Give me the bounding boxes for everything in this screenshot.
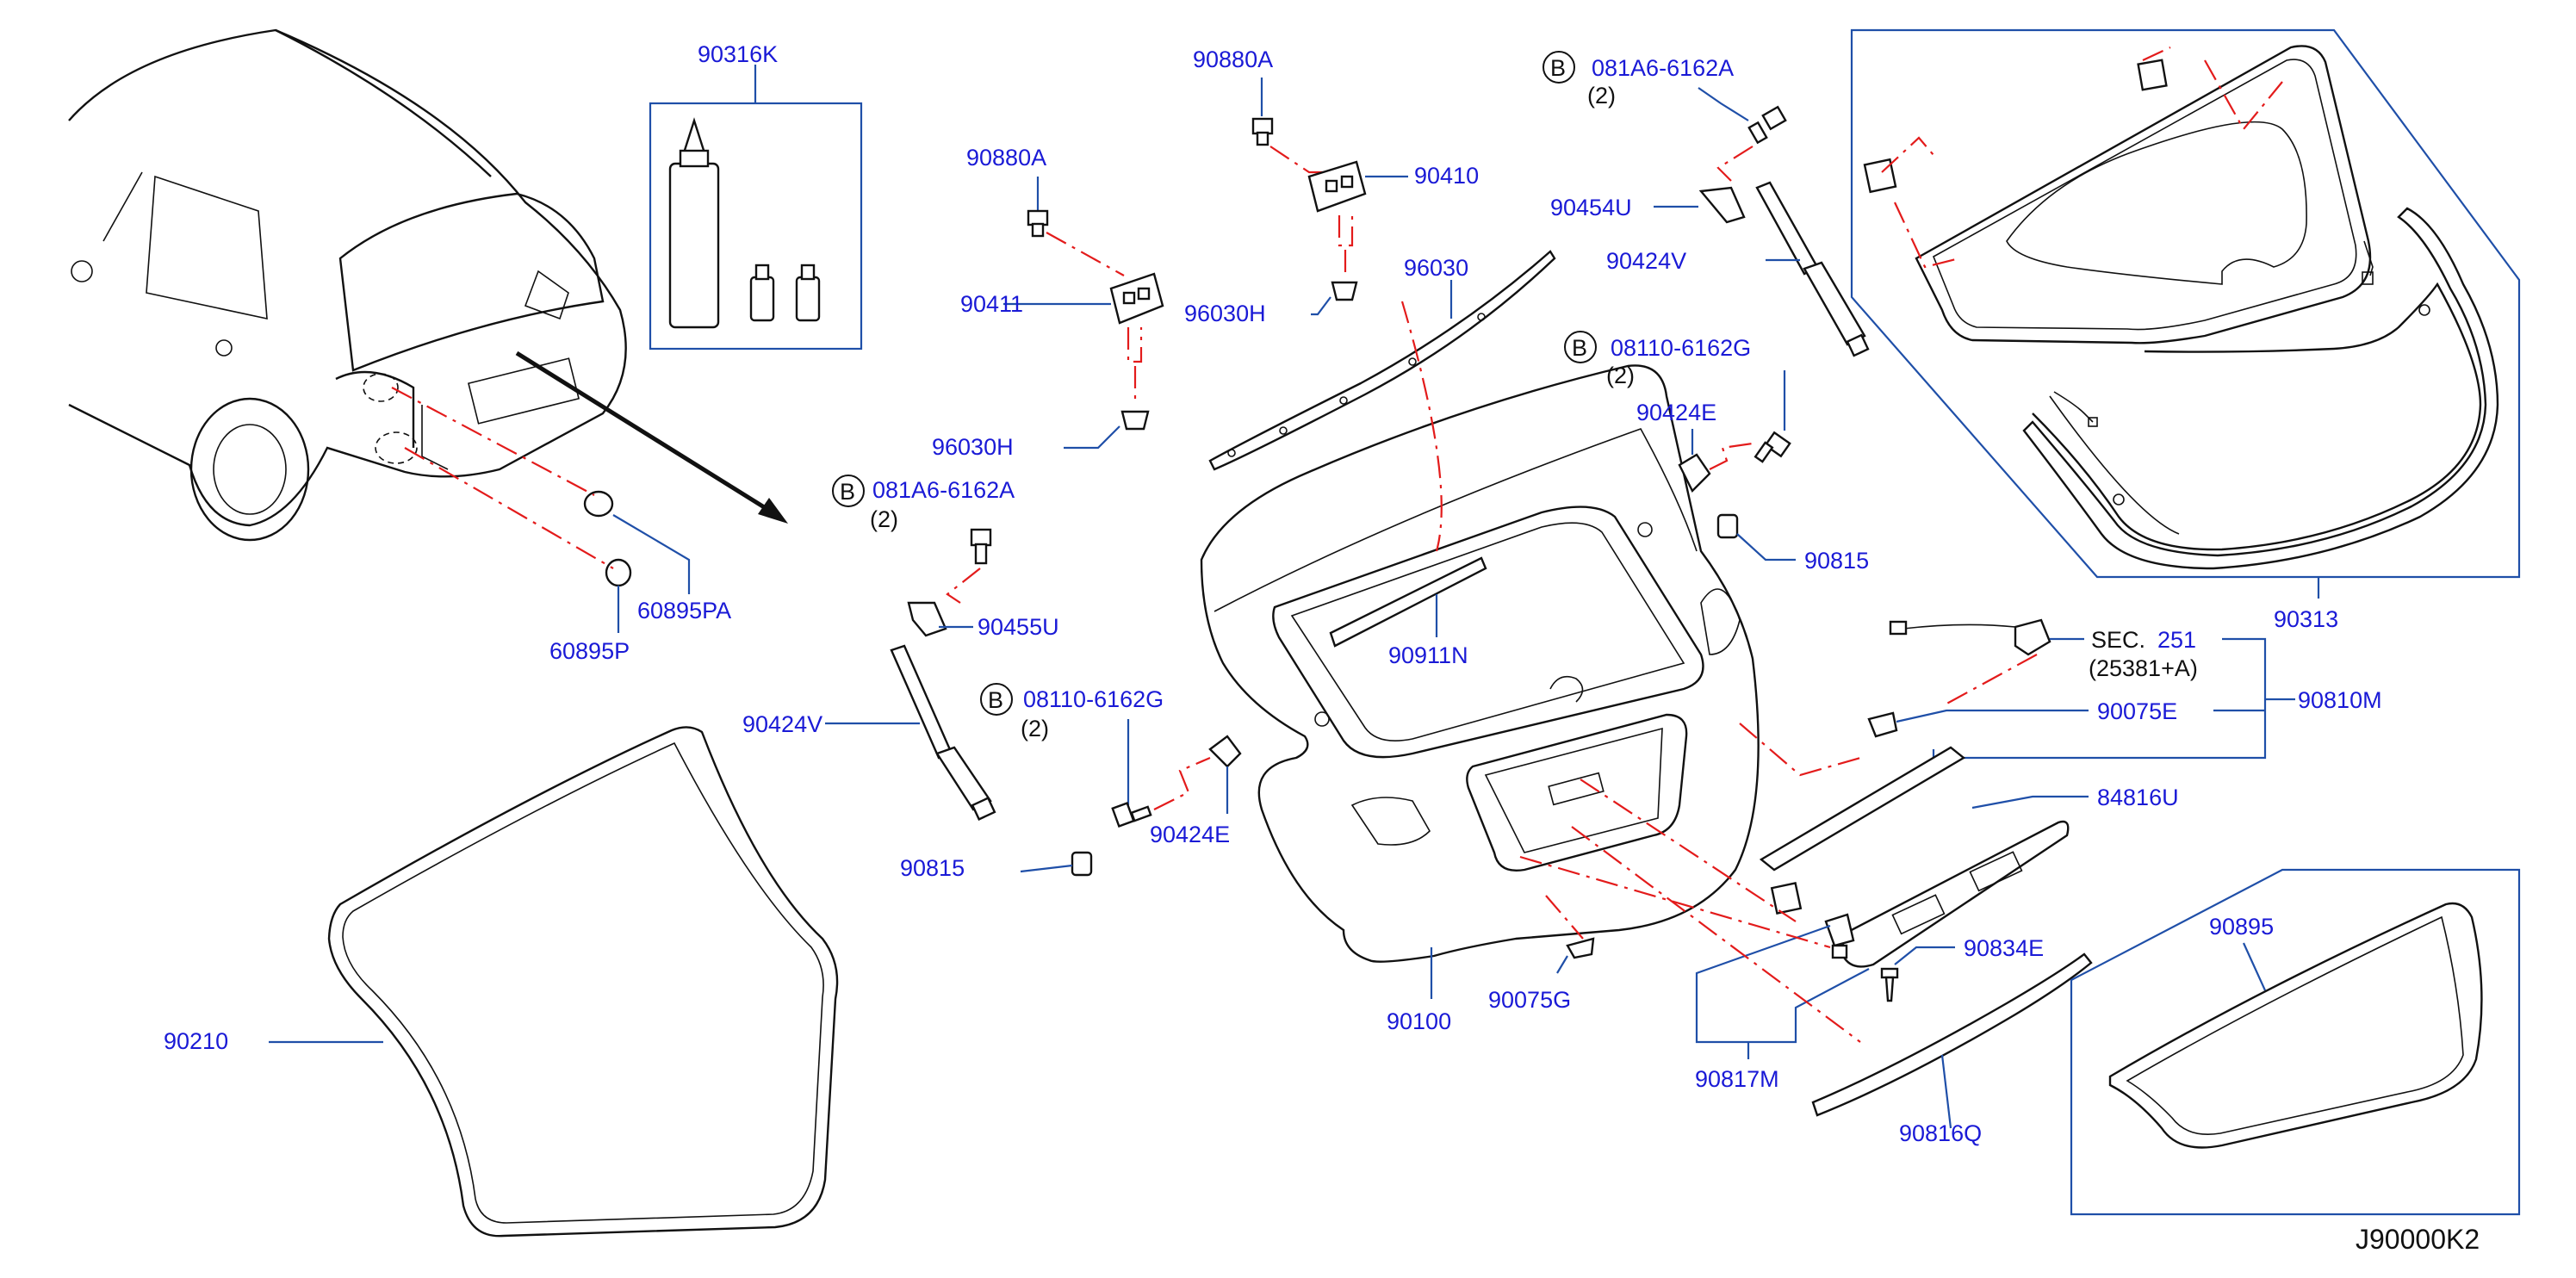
bolt-081A6-left	[970, 528, 992, 565]
bolt-marker-icon: B	[840, 479, 855, 505]
clip-90075E	[1867, 711, 1898, 738]
clip-90817M	[1824, 913, 1855, 959]
label-90815-left: 90815	[900, 855, 965, 881]
label-90313: 90313	[2274, 606, 2338, 632]
label-sec-ref: (25381+A)	[2089, 655, 2198, 681]
primer-bottle	[749, 264, 821, 322]
glass-box-90313	[1850, 28, 2521, 579]
finisher-strip	[1759, 746, 1966, 872]
label-081A6-left: 081A6-6162A	[872, 477, 1015, 503]
bracket-90454U	[1698, 186, 1746, 224]
molding-90816Q	[1811, 952, 2093, 1117]
label-90880A-left: 90880A	[966, 145, 1046, 171]
tailgate-90100	[1200, 364, 1760, 963]
bracket-90424E-left	[1208, 735, 1242, 768]
bolt-marker-icon-3: B	[1550, 55, 1566, 81]
label-96030H-left: 96030H	[932, 434, 1014, 460]
bolt-08110-left	[1111, 802, 1152, 828]
label-90075G: 90075G	[1488, 987, 1571, 1013]
diagram-code: J90000K2	[2356, 1224, 2480, 1255]
label-60895PA: 60895PA	[637, 598, 731, 623]
arrow-head-icon	[758, 498, 788, 524]
label-90817M: 90817M	[1695, 1066, 1779, 1092]
label-90816Q: 90816Q	[1899, 1120, 1982, 1146]
vehicle-rear-view	[68, 28, 627, 542]
bolt-081A6-right	[1747, 105, 1787, 145]
label-90815-right: 90815	[1804, 548, 1869, 574]
cap-60895P	[605, 558, 632, 587]
label-90454U: 90454U	[1550, 195, 1632, 220]
label-08110-left: 08110-6162G	[1023, 686, 1164, 712]
bolt-marker-icon-4: B	[1572, 335, 1587, 361]
sealant-tube	[668, 117, 720, 329]
hinge-90411	[1109, 272, 1164, 325]
label-96030: 96030	[1404, 255, 1468, 281]
weatherstrip-90210	[327, 726, 839, 1238]
seal-box-90895	[2070, 868, 2521, 1216]
clip-90075G	[1566, 937, 1595, 959]
clip-96030H-center	[1331, 281, 1358, 301]
bolt-90880A-center	[1251, 117, 1274, 146]
bolt-90880A-left	[1027, 209, 1049, 238]
label-60895P: 60895P	[549, 638, 630, 664]
label-90100: 90100	[1387, 1008, 1451, 1034]
molding-96030	[1208, 250, 1556, 471]
seal-90895	[2108, 902, 2483, 1149]
label-08110-right: 08110-6162G	[1611, 335, 1751, 361]
bracket-90424E-right	[1678, 453, 1711, 493]
label-96030H-center: 96030H	[1184, 301, 1266, 326]
clip-96030H-left	[1120, 410, 1150, 431]
label-90424V-right: 90424V	[1606, 248, 1686, 274]
label-90424E-right: 90424E	[1636, 400, 1716, 425]
label-081A6-right: 081A6-6162A	[1592, 55, 1734, 81]
cap-60895PA	[583, 490, 614, 518]
label-90424E-left: 90424E	[1150, 822, 1230, 847]
screw-90834E	[1880, 967, 1899, 1002]
direction-arrow	[515, 351, 781, 519]
label-90455U: 90455U	[978, 614, 1059, 640]
label-84816U: 84816U	[2097, 785, 2179, 810]
label-90316K: 90316K	[698, 41, 778, 67]
label-90880A-center: 90880A	[1193, 47, 1273, 72]
bolt-08110-right	[1754, 431, 1791, 463]
bracket-90455U	[907, 601, 947, 637]
back-glass-90313	[1863, 45, 2499, 570]
latch-cable-sec251	[1889, 618, 2051, 656]
label-sec-251: 251	[2157, 627, 2196, 653]
label-90810M: 90810M	[2298, 687, 2382, 713]
label-90895: 90895	[2209, 914, 2274, 940]
qty-left-2: (2)	[1021, 716, 1049, 741]
gas-strut-90424V-right	[1755, 181, 1870, 357]
bolt-marker-icon-2: B	[988, 687, 1003, 713]
spoiler-90911N	[1329, 556, 1487, 648]
qty-right-1: (2)	[1587, 83, 1616, 109]
label-sec: SEC.	[2091, 627, 2145, 653]
pad-84816U	[1770, 881, 1803, 915]
label-90210: 90210	[164, 1028, 228, 1054]
qty-left-1: (2)	[870, 506, 898, 532]
hinge-90410	[1307, 160, 1367, 213]
label-90911N: 90911N	[1388, 642, 1468, 668]
license-finisher-84816U	[1841, 820, 2070, 968]
label-90424V-left: 90424V	[742, 711, 822, 737]
bumper-90815-left	[1071, 851, 1093, 877]
qty-right-2: (2)	[1606, 363, 1635, 388]
label-90075E: 90075E	[2097, 698, 2177, 724]
label-90411: 90411	[960, 291, 1023, 317]
gas-strut-90424V-left	[890, 644, 996, 821]
label-90834E: 90834E	[1964, 935, 2044, 961]
label-90410: 90410	[1414, 163, 1479, 189]
bumper-90815-right	[1716, 513, 1739, 539]
